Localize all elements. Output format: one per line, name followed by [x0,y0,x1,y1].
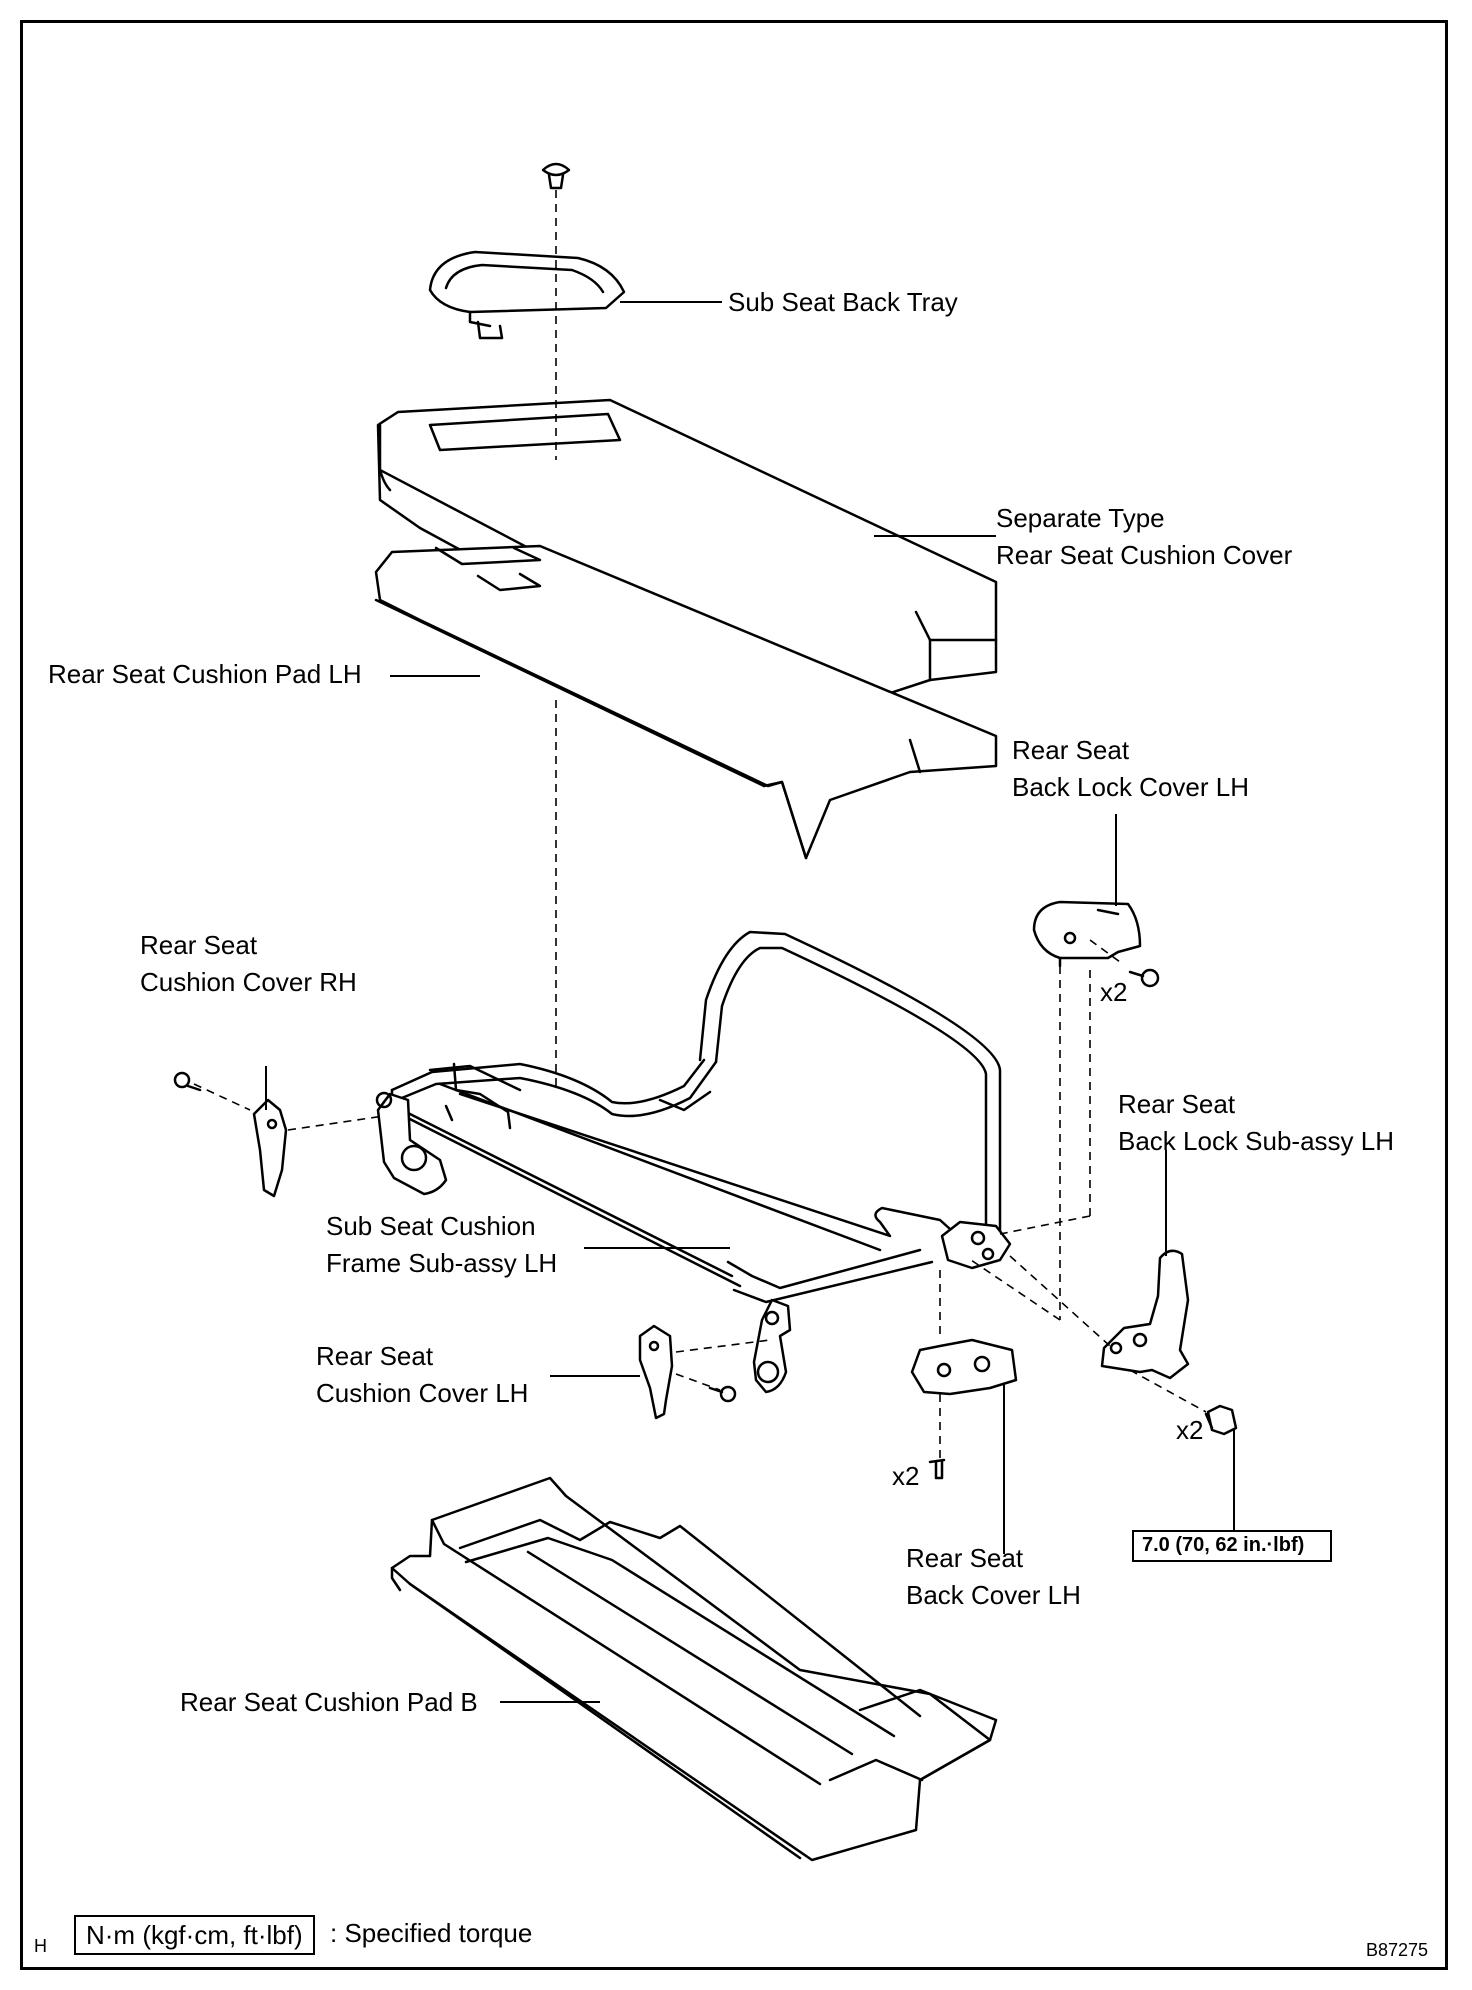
leader-lines [265,301,1235,1703]
label-back-cover-line1: Rear Seat [906,1543,1024,1573]
label-separate-type-line2: Rear Seat Cushion Cover [996,540,1293,570]
corner-letter: H [34,1936,47,1956]
legend-unit-box: N·m (kgf·cm, ft·lbf) [74,1915,315,1955]
rear-seat-back-cover-lh [910,1338,1018,1396]
screw-cover-rh [173,1071,202,1092]
label-sub-seat-back-tray: Sub Seat Back Tray [728,287,958,317]
label-frame-line1: Sub Seat Cushion [326,1211,536,1241]
screw-cover-lh [708,1385,737,1403]
sub-seat-back-tray [428,250,626,340]
label-qty-back-cover: x2 [892,1461,920,1491]
legend-text: : Specified torque [330,1918,533,1948]
screw-back-cover [928,1458,946,1480]
label-qty-lock-cover: x2 [1100,977,1128,1007]
label-separate-type-line1: Separate Type [996,503,1165,533]
label-cushion-cover-rh-line2: Cushion Cover RH [140,967,357,997]
label-cushion-cover-rh-line1: Rear Seat [140,930,258,960]
torque-spec-box: 7.0 (70, 62 in.·lbf) [1132,1530,1332,1562]
torque-bolt [1204,1404,1238,1436]
diagram-frame [20,20,1448,1970]
label-back-lock-subassy-line1: Rear Seat [1118,1089,1236,1119]
frame-hinge-lh [940,1220,1012,1270]
back-lock-cover-lh [1032,900,1142,968]
frame-bracket-rh [375,1091,454,1196]
assembly-lines [193,190,1207,1458]
top-clip [541,162,571,190]
label-cushion-cover-lh-line1: Rear Seat [316,1341,434,1371]
figure-code: B87275 [1366,1940,1429,1960]
label-frame-line2: Frame Sub-assy LH [326,1248,558,1278]
label-qty-lock-subassy: x2 [1176,1415,1204,1445]
label-back-cover-line2: Back Cover LH [906,1580,1081,1610]
label-cushion-pad-lh: Rear Seat Cushion Pad LH [48,659,362,689]
label-cushion-pad-b: Rear Seat Cushion Pad B [180,1687,478,1717]
label-back-lock-subassy-line2: Back Lock Sub-assy LH [1118,1126,1395,1156]
screw-lock-cover [1128,968,1160,988]
label-back-lock-cover-line1: Rear Seat [1012,735,1130,765]
rear-seat-cushion-pad-b [390,1476,998,1862]
rear-seat-cushion-cover-rh [252,1098,288,1198]
label-back-lock-cover-line2: Back Lock Cover LH [1012,772,1249,802]
rear-seat-back-lock-subassy-lh [1100,1249,1190,1380]
label-cushion-cover-lh-line2: Cushion Cover LH [316,1378,529,1408]
frame-bracket-lh [752,1298,792,1394]
rear-seat-cushion-cover-lh [638,1324,674,1420]
rear-seat-cushion-pad-lh [374,544,998,860]
